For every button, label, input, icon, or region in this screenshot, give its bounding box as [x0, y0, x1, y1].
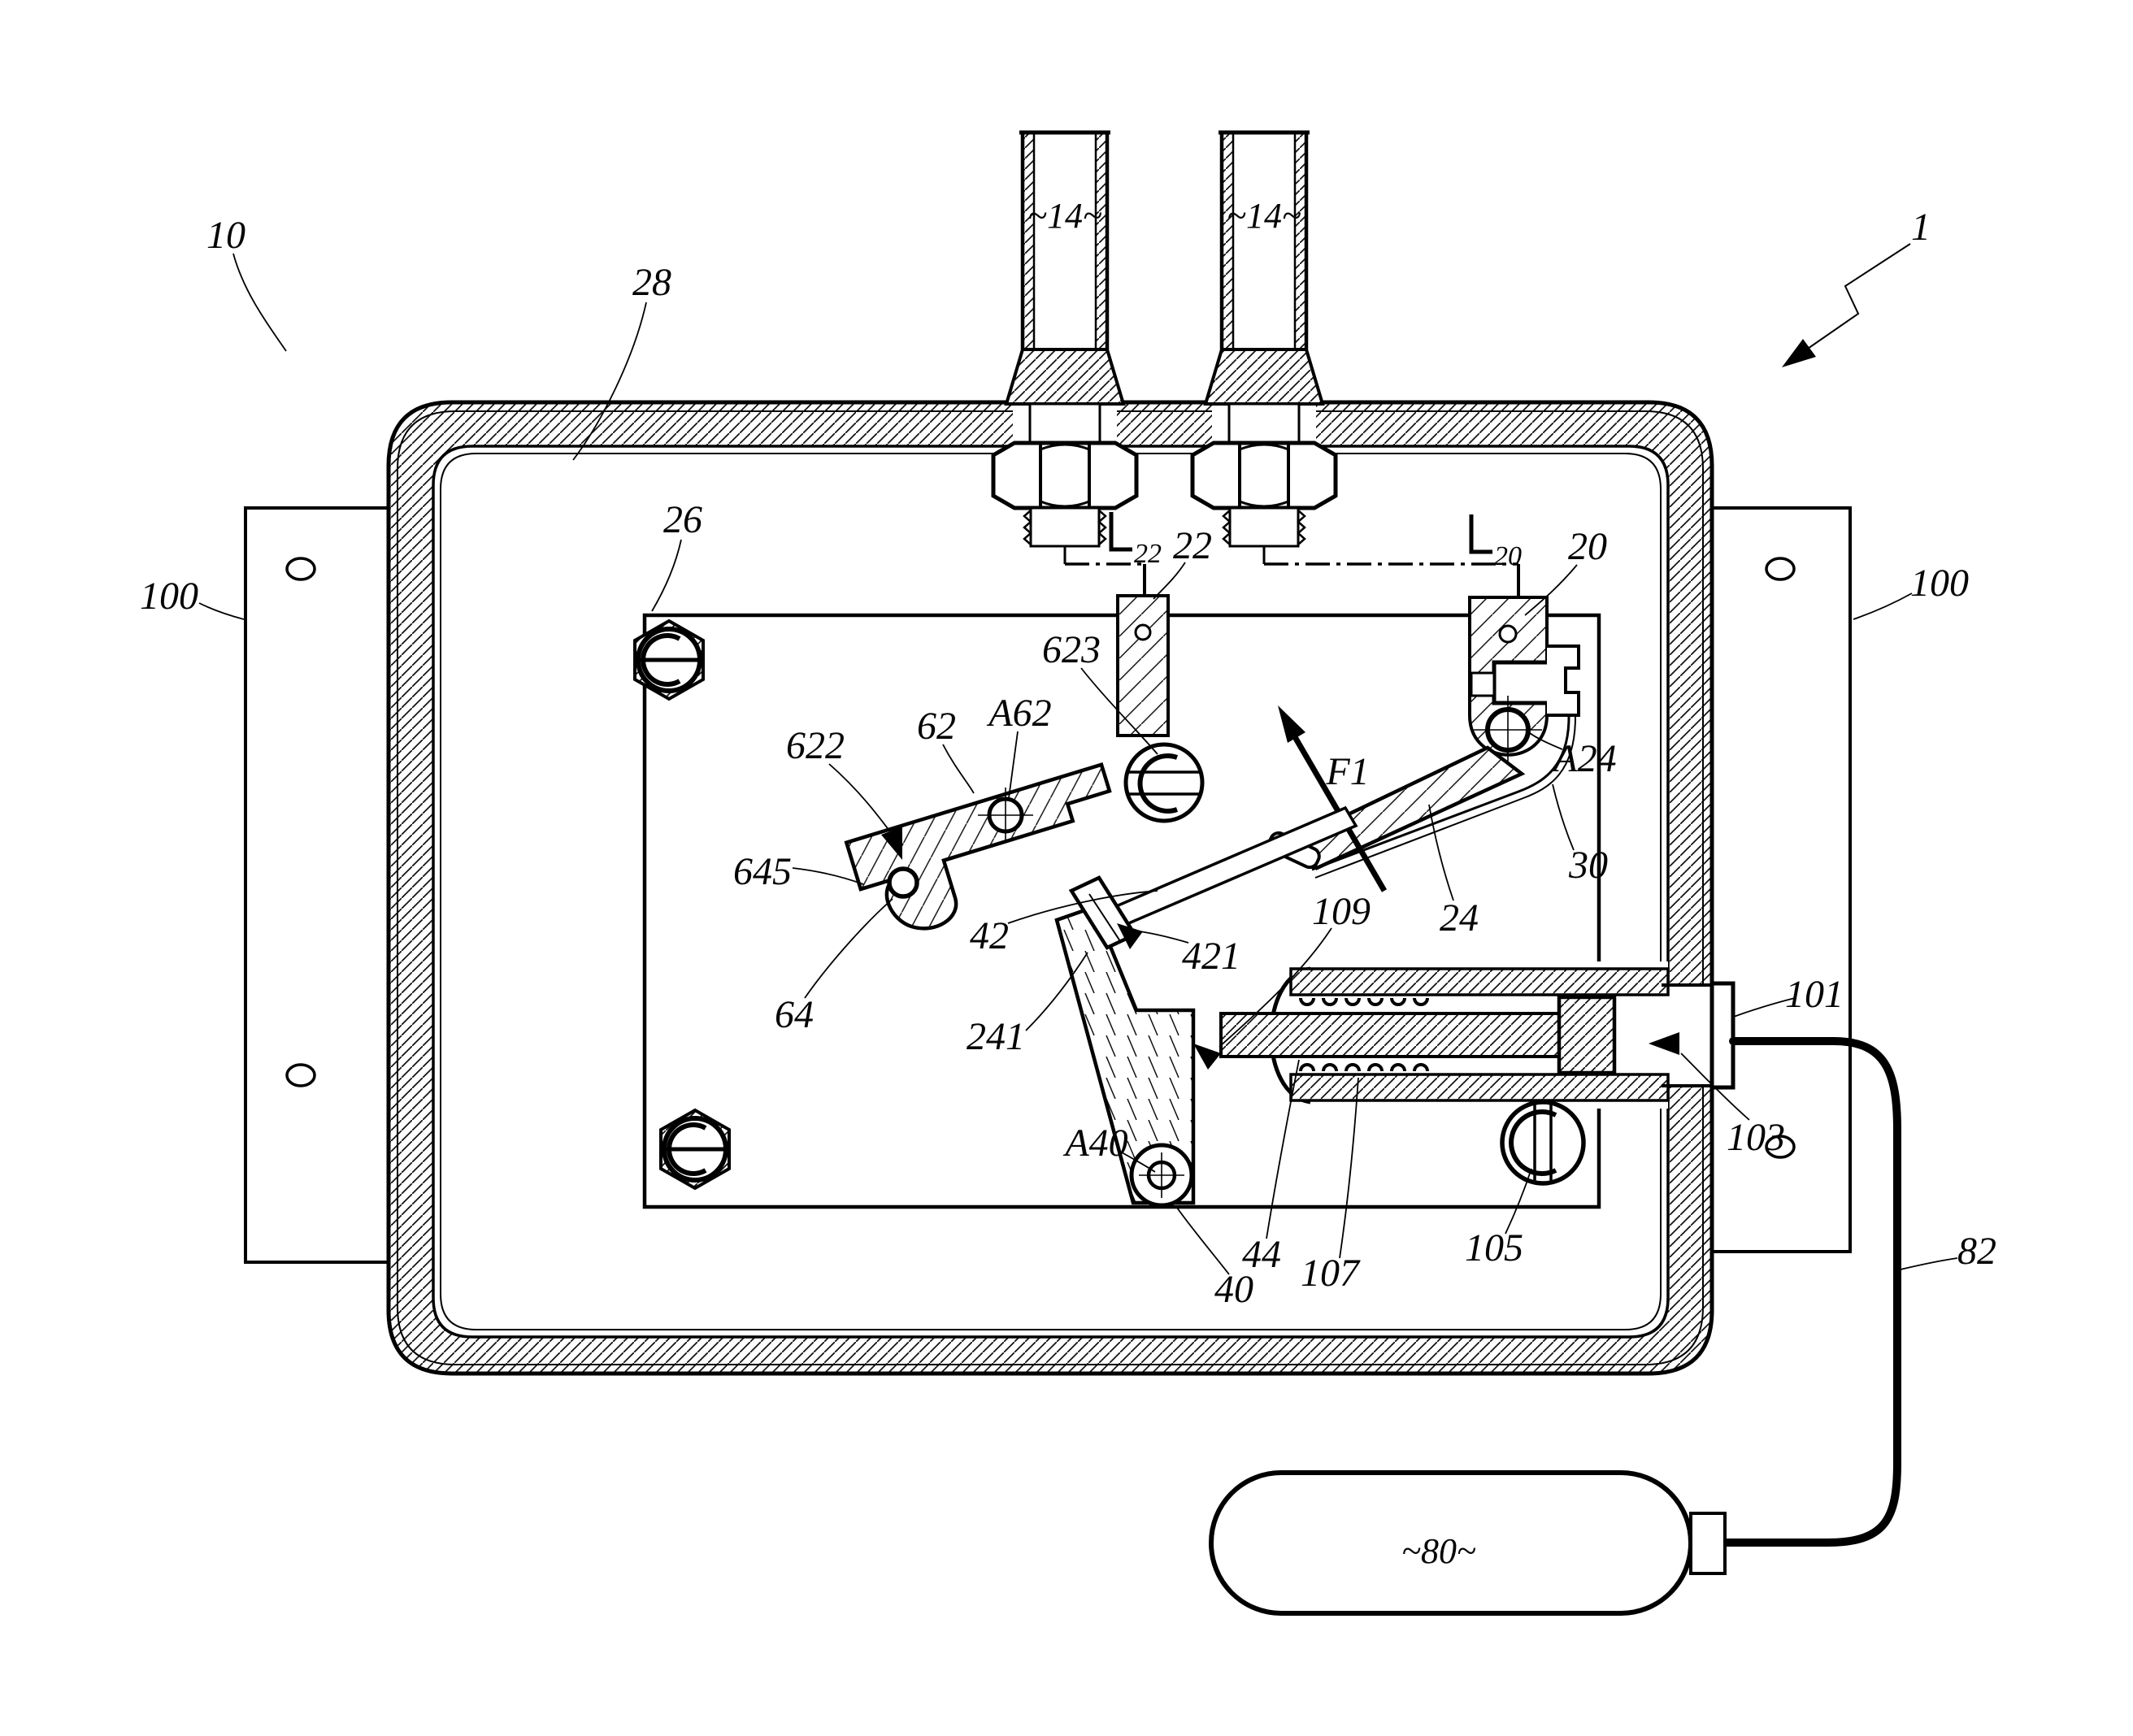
assembly-pointer-head [1782, 339, 1816, 367]
label-14-left: ~14~ [1027, 196, 1102, 236]
leader-100-left [199, 603, 244, 619]
label-241: 241 [967, 1015, 1025, 1058]
leader-20 [1525, 565, 1577, 615]
hex-nut [1192, 443, 1336, 508]
leader-10 [233, 254, 286, 351]
leader-40 [1177, 1208, 1229, 1274]
label-103: 103 [1727, 1116, 1785, 1159]
label-F1: F1 [1325, 750, 1369, 793]
label-107: 107 [1301, 1252, 1361, 1295]
label-100-right: 100 [1910, 562, 1969, 605]
label-A24: A24 [1551, 737, 1616, 780]
connector-block-101 [1712, 983, 1733, 1087]
label-wire-tag-20: 20 [1494, 541, 1522, 571]
label-wire-tag-22: 22 [1134, 539, 1162, 569]
label-24: 24 [1440, 896, 1479, 940]
label-20: 20 [1568, 525, 1607, 568]
contact-block-tab [1471, 673, 1494, 696]
pipe-neck [1030, 404, 1100, 445]
leader-82 [1901, 1258, 1957, 1269]
leader-100-right [1853, 593, 1912, 619]
contact-block [1494, 662, 1551, 703]
label-623: 623 [1042, 628, 1101, 671]
pipe-taper-collar [1006, 349, 1123, 404]
terminal-20-hole [1500, 626, 1516, 642]
assembly-pointer-zigzag [1795, 244, 1910, 358]
label-101: 101 [1785, 973, 1844, 1016]
striker-rod-44 [1221, 1013, 1559, 1057]
roller-64 [889, 869, 917, 896]
label-100-left: 100 [140, 575, 198, 618]
side-plate-left [245, 508, 389, 1262]
wire-tag-L-mark [1111, 512, 1132, 549]
label-62: 62 [917, 705, 956, 748]
terminal-22-body [1118, 596, 1168, 736]
side-plate-left-hole-top [287, 558, 315, 579]
label-14-right: ~14~ [1227, 196, 1301, 236]
terminal-22-hole [1136, 625, 1150, 640]
side-plate-left-body [245, 508, 389, 1262]
screw-105 [1502, 1102, 1583, 1183]
side-plate-right-hole-top [1766, 558, 1794, 579]
label-1: 1 [1911, 206, 1931, 249]
label-105: 105 [1465, 1226, 1523, 1269]
label-A62: A62 [986, 692, 1051, 735]
pipe-taper-collar [1206, 349, 1323, 404]
label-26: 26 [663, 498, 702, 541]
threaded-stud [1230, 508, 1298, 546]
plunger-piston-103 [1559, 997, 1614, 1073]
label-645: 645 [733, 850, 792, 893]
label-622: 622 [786, 724, 845, 767]
hex-nut [993, 443, 1136, 508]
label-44: 44 [1242, 1233, 1281, 1276]
threaded-stud [1031, 508, 1099, 546]
assembly-pointer [1782, 244, 1910, 367]
label-28: 28 [632, 261, 671, 304]
label-A40: A40 [1062, 1122, 1127, 1165]
pipe-neck [1229, 404, 1299, 445]
external-unit-connector [1691, 1513, 1725, 1573]
label-64: 64 [775, 993, 814, 1036]
label-109: 109 [1312, 890, 1371, 933]
wire-tag-L-mark [1471, 514, 1492, 552]
label-80: ~80~ [1401, 1531, 1476, 1571]
label-22: 22 [1173, 524, 1212, 567]
leader-26 [652, 540, 681, 611]
spring-housing-bottom [1291, 1074, 1668, 1100]
label-10: 10 [206, 214, 245, 257]
label-82: 82 [1957, 1230, 1996, 1273]
label-42: 42 [970, 914, 1009, 957]
side-plate-left-hole-bottom [287, 1065, 315, 1086]
label-421: 421 [1182, 935, 1240, 978]
label-30: 30 [1568, 844, 1608, 887]
spring-housing-top [1291, 969, 1668, 995]
